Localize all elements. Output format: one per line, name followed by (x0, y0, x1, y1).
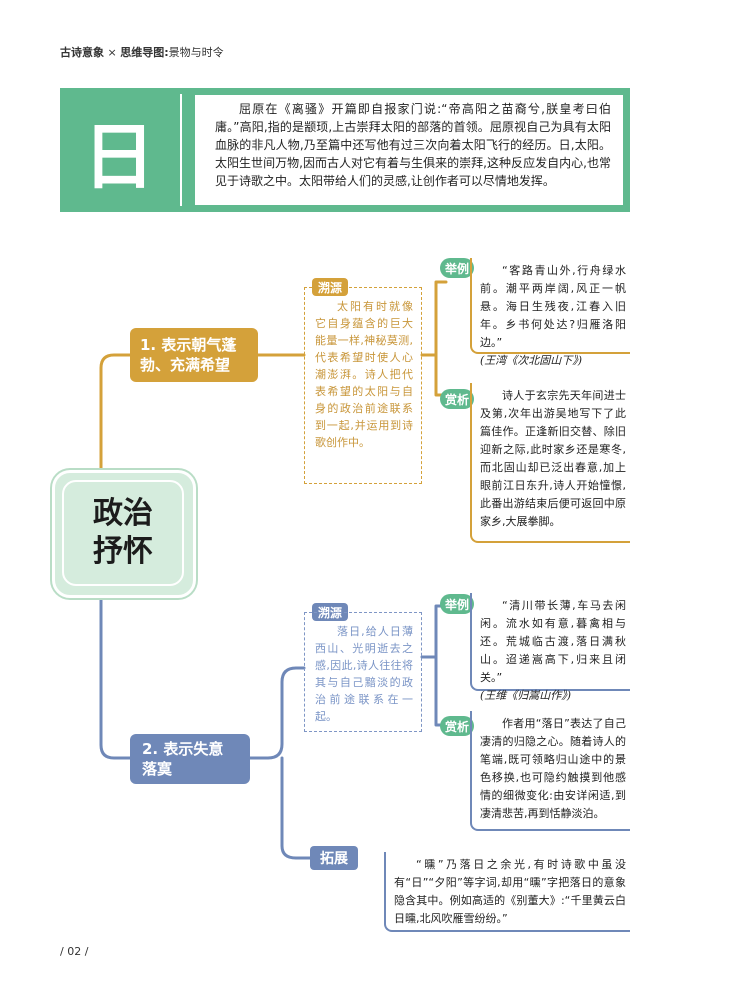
branch2-analysis-text: 作者用“落日”表达了自己凄清的归隐之心。随着诗人的笔端,既可领略归山途中的景色移… (480, 717, 626, 820)
connector-branch2-suyuan (248, 666, 306, 760)
branch1-node: 1. 表示朝气蓬勃、充满希望 (130, 328, 258, 382)
branch1-suyuan-box: 太阳有时就像它自身蕴含的巨大能量一样,神秘莫测,代表希望时使人心潮澎湃。诗人把代… (304, 287, 422, 484)
running-header: 古诗意象 × 思维导图:景物与时令 (60, 44, 224, 60)
intro-banner: 日 屈原在《离骚》开篇即自报家门说:“帝高阳之苗裔兮,朕皇考曰伯庸。”高阳,指的… (60, 88, 630, 212)
center-node: 政治 抒怀 (62, 480, 184, 586)
branch2-analysis-panel: 作者用“落日”表达了自己凄清的归隐之心。随着诗人的笔端,既可领略归山途中的景色移… (470, 711, 630, 831)
connector-branch2-extend (280, 756, 312, 860)
branch2-example-tag: 举例 (440, 594, 474, 614)
branch1-analysis-panel: 诗人于玄宗先天年间进士及第,次年出游吴地写下了此篇佳作。正逢新旧交替、除旧迎新之… (470, 383, 630, 543)
branch1-example-tag: 举例 (440, 258, 474, 278)
branch1-example-panel: “客路青山外,行舟绿水前。潮平两岸阔,风正一帆悬。海日生残夜,江春入旧年。乡书何… (470, 258, 630, 367)
connector-branch2-panels (420, 604, 448, 727)
branch2-extend-text: “曛”乃落日之余光,有时诗歌中虽没有“日”“夕阳”等字词,却用“曛”字把落日的意… (394, 858, 626, 925)
banner-text-panel: 屈原在《离骚》开篇即自报家门说:“帝高阳之苗裔兮,朕皇考曰伯庸。”高阳,指的是颛… (194, 94, 624, 206)
book-title: 古诗意象 (60, 46, 104, 59)
page-number: / 02 / (60, 945, 89, 958)
branch2-extend-panel: “曛”乃落日之余光,有时诗歌中虽没有“日”“夕阳”等字词,却用“曛”字把落日的意… (384, 852, 630, 932)
branch1-example-source: (王湾《次北固山下》) (480, 354, 583, 367)
branch2-suyuan-text: 落日,给人日薄西山、光明逝去之感,因此,诗人往往将其与自己黯淡的政治前途联系在一… (315, 625, 413, 723)
banner-divider (180, 94, 182, 206)
center-line-2: 抒怀 (93, 534, 153, 569)
branch2-example-panel: “清川带长薄,车马去闲闲。流水如有意,暮禽相与还。荒城临古渡,落日满秋山。迢递嵩… (470, 593, 630, 702)
branch1-analysis-tag: 赏析 (440, 389, 474, 409)
branch1-suyuan-text: 太阳有时就像它自身蕴含的巨大能量一样,神秘莫测,代表希望时使人心潮澎湃。诗人把代… (315, 300, 413, 449)
connector-branch1-panels (420, 280, 448, 397)
cross-symbol: × (107, 46, 117, 59)
connector-center-branch1 (99, 353, 132, 472)
center-line-1: 政治 (93, 496, 153, 531)
series-title: 思维导图: (120, 46, 169, 59)
banner-character: 日 (82, 114, 155, 199)
branch2-example-text: “清川带长薄,车马去闲闲。流水如有意,暮禽相与还。荒城临古渡,落日满秋山。迢递嵩… (480, 599, 626, 684)
banner-text: 屈原在《离骚》开篇即自报家门说:“帝高阳之苗裔兮,朕皇考曰伯庸。”高阳,指的是颛… (215, 102, 611, 188)
branch2-analysis-tag: 赏析 (440, 716, 474, 736)
branch2-suyuan-box: 落日,给人日薄西山、光明逝去之感,因此,诗人往往将其与自己黯淡的政治前途联系在一… (304, 612, 422, 732)
connector-center-branch2 (99, 590, 132, 760)
topic-title: 景物与时令 (168, 46, 224, 59)
branch2-node: 2. 表示失意落寞 (130, 734, 250, 784)
branch2-example-source: (王维《归嵩山作》) (480, 689, 572, 702)
branch2-extend-tag: 拓展 (310, 846, 358, 870)
branch1-example-text: “客路青山外,行舟绿水前。潮平两岸阔,风正一帆悬。海日生残夜,江春入旧年。乡书何… (480, 264, 626, 349)
branch1-analysis-text: 诗人于玄宗先天年间进士及第,次年出游吴地写下了此篇佳作。正逢新旧交替、除旧迎新之… (480, 389, 626, 528)
